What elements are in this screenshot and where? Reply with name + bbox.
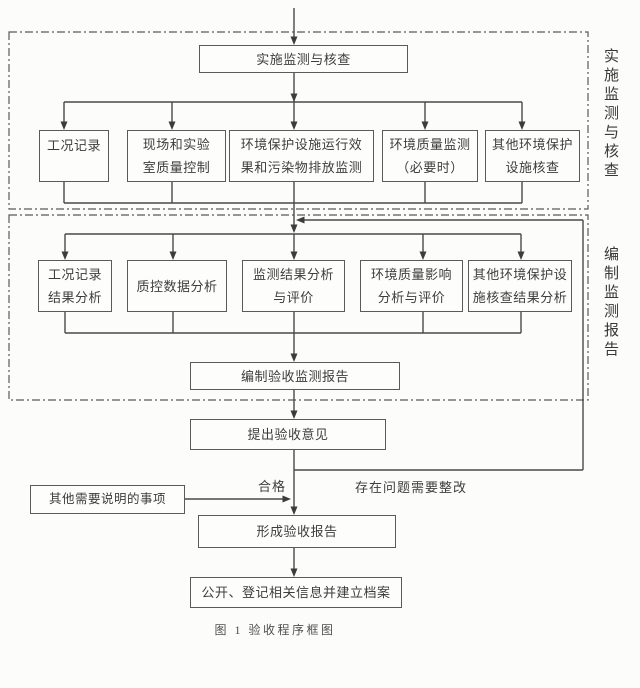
node-monitoring-result-analysis: 监测结果分析 与评价 [242, 260, 345, 312]
node-publish-register-archive: 公开、登记相关信息并建立档案 [190, 577, 402, 608]
node-form-acceptance-report: 形成验收报告 [198, 515, 396, 548]
section-border-compile-report [8, 214, 589, 401]
node-compile-acceptance-monitoring-report: 编制验收监测报告 [190, 362, 400, 390]
node-other-facility-verification-analysis: 其他环境保护设 施核查结果分析 [468, 260, 572, 312]
node-facility-operation-emission-monitoring: 环境保护设施运行效 果和污染物排放监测 [229, 130, 374, 182]
node-propose-acceptance-opinion: 提出验收意见 [190, 419, 386, 450]
edge-label-rectify: 存在问题需要整改 [355, 480, 468, 495]
node-site-lab-quality-control: 现场和实验 室质量控制 [127, 130, 226, 182]
node-other-facility-verification: 其他环境保护 设施核查 [485, 130, 580, 182]
node-qc-data-analysis: 质控数据分析 [127, 260, 227, 312]
section-border-monitor-check [8, 31, 589, 210]
node-environmental-impact-analysis: 环境质量影响 分析与评价 [360, 260, 463, 312]
section-label-implement-monitoring: 实施监测与核查 [602, 48, 619, 181]
edge-label-qualified: 合格 [258, 479, 287, 494]
figure-caption: 图 1 验收程序框图 [214, 623, 336, 637]
node-environmental-quality-monitoring: 环境质量监测 （必要时） [382, 130, 478, 182]
node-operating-condition-record: 工况记录 [39, 130, 109, 182]
node-implement-monitoring: 实施监测与核查 [199, 45, 408, 73]
arrowheads [60, 36, 526, 577]
section-label-compile-report: 编制监测报告 [602, 246, 619, 360]
node-condition-record-result-analysis: 工况记录 结果分析 [38, 260, 112, 312]
node-other-matters-to-explain: 其他需要说明的事项 [30, 485, 185, 514]
connector-lines [63, 8, 584, 573]
